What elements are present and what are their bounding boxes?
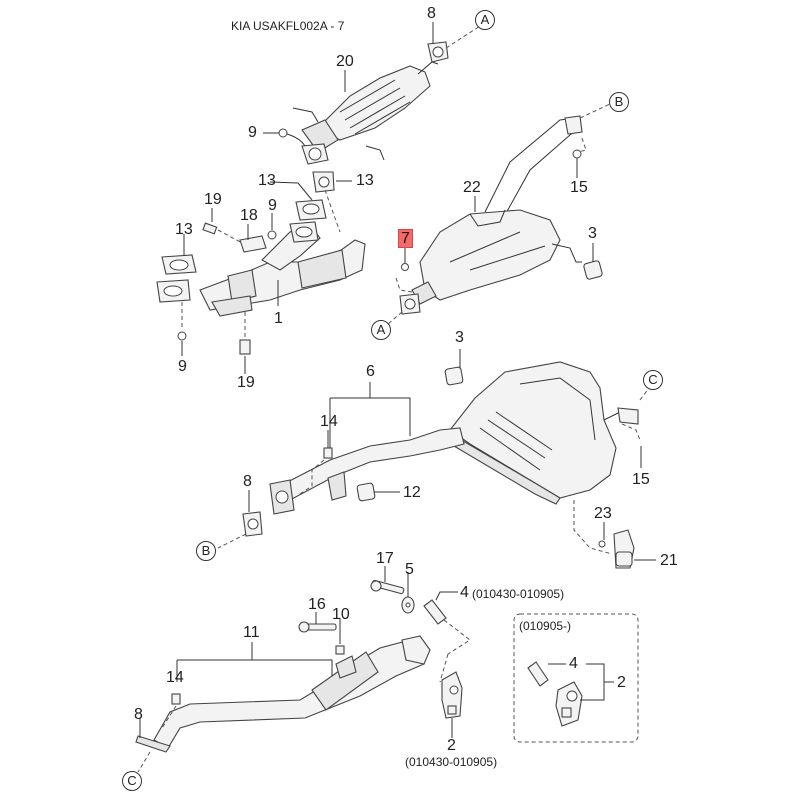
callout-12[interactable]: 12 [403, 484, 421, 501]
callout-18[interactable]: 18 [240, 207, 258, 224]
callout-2-main-date-note: (010430-010905) [405, 755, 498, 769]
inset-date-note: (010905-) [519, 619, 572, 633]
diagram-title: KIA USAKFL002A - 7 [231, 19, 345, 33]
callout-16[interactable]: 16 [308, 596, 326, 613]
callout-10[interactable]: 10 [332, 606, 350, 623]
hanger-3-mid[interactable] [444, 349, 464, 386]
nut-10 [335, 618, 345, 655]
gasket-8-top[interactable] [427, 41, 449, 63]
gasket-20-lower [301, 143, 329, 165]
nut-7[interactable] [395, 248, 413, 293]
hanger-12[interactable] [356, 482, 400, 502]
connector-c-bottom[interactable]: C [122, 771, 142, 791]
hanger-3-top[interactable] [583, 243, 603, 280]
gasket-8-bottom[interactable] [135, 718, 171, 773]
callout-3-top[interactable]: 3 [588, 225, 597, 242]
main-muffler[interactable] [449, 361, 632, 505]
gasket-13-left [156, 254, 197, 303]
connector-a-top[interactable]: A [475, 10, 495, 30]
gasket-8-mid[interactable] [217, 490, 263, 549]
hanger-2-main[interactable] [439, 653, 463, 738]
gasket-13-mid [289, 199, 327, 243]
gasket-A-mid [399, 293, 421, 315]
rear-muffler-11[interactable] [153, 635, 431, 749]
flange-B-top [564, 115, 583, 135]
callout-7-highlighted[interactable]: 7 [398, 229, 413, 248]
nut-9-bottom [177, 331, 187, 341]
callout-23[interactable]: 23 [594, 505, 612, 522]
nut-9-top [278, 128, 288, 138]
front-pipe-1[interactable] [199, 224, 366, 311]
callout-5[interactable]: 5 [405, 561, 414, 578]
callout-4-main-date-note: (010430-010905) [472, 587, 565, 601]
bolt-23 [598, 540, 606, 548]
callout-19-top[interactable]: 19 [204, 191, 222, 208]
bracket-18 [239, 224, 267, 253]
washer-5 [401, 572, 415, 614]
callout-3-mid[interactable]: 3 [455, 329, 464, 346]
callout-1[interactable]: 1 [274, 310, 283, 327]
center-muffler-22[interactable] [411, 117, 582, 305]
flange-C-mid [617, 407, 639, 425]
callout-15-mid[interactable]: 15 [632, 471, 650, 488]
hanger-bracket-21[interactable] [613, 529, 656, 569]
callout-4-main[interactable]: 4 [460, 584, 469, 601]
callout-22[interactable]: 22 [463, 179, 481, 196]
bolt-14-bottom [161, 693, 181, 729]
bolt-19-top [202, 208, 245, 245]
bolt-16 [298, 612, 337, 633]
callout-13-a[interactable]: 13 [258, 172, 276, 189]
connector-a-mid[interactable]: A [371, 320, 391, 340]
callout-9-top[interactable]: 9 [248, 124, 257, 141]
inset-box [513, 613, 639, 743]
callout-2-inset[interactable]: 2 [617, 674, 626, 691]
callout-14-mid[interactable]: 14 [320, 413, 338, 430]
callout-6[interactable]: 6 [366, 363, 375, 380]
bushing-4-inset [527, 661, 549, 687]
callout-13-c[interactable]: 13 [175, 221, 193, 238]
bolt-19-bottom [239, 339, 251, 374]
nut-9-mid [267, 230, 277, 240]
nut-15-top [572, 149, 582, 159]
hanger-2-inset [555, 681, 583, 727]
callout-9-mid[interactable]: 9 [268, 197, 277, 214]
callout-17[interactable]: 17 [376, 550, 394, 567]
intermediate-pipe-6[interactable] [269, 427, 465, 515]
callout-20[interactable]: 20 [336, 53, 354, 70]
callout-11[interactable]: 11 [243, 624, 260, 641]
callout-9-bottom[interactable]: 9 [178, 358, 187, 375]
connector-b-mid[interactable]: B [196, 541, 216, 561]
callout-14-bottom[interactable]: 14 [166, 669, 184, 686]
gasket-13-right [312, 171, 335, 193]
connector-b-top[interactable]: B [609, 92, 629, 112]
connector-c-mid[interactable]: C [643, 370, 663, 390]
callout-2-main[interactable]: 2 [447, 737, 456, 754]
bolt-17 [370, 566, 405, 595]
callout-8-bottom[interactable]: 8 [134, 706, 143, 723]
callout-4-inset[interactable]: 4 [569, 655, 578, 672]
callout-8-top[interactable]: 8 [427, 5, 436, 22]
callout-15-top[interactable]: 15 [570, 179, 588, 196]
callout-19-bottom[interactable]: 19 [237, 374, 255, 391]
bushing-4-main[interactable] [423, 591, 471, 655]
callout-8-mid[interactable]: 8 [243, 473, 252, 490]
callout-13-b[interactable]: 13 [356, 172, 374, 189]
callout-21[interactable]: 21 [660, 552, 678, 569]
bolt-14-mid [299, 430, 333, 495]
